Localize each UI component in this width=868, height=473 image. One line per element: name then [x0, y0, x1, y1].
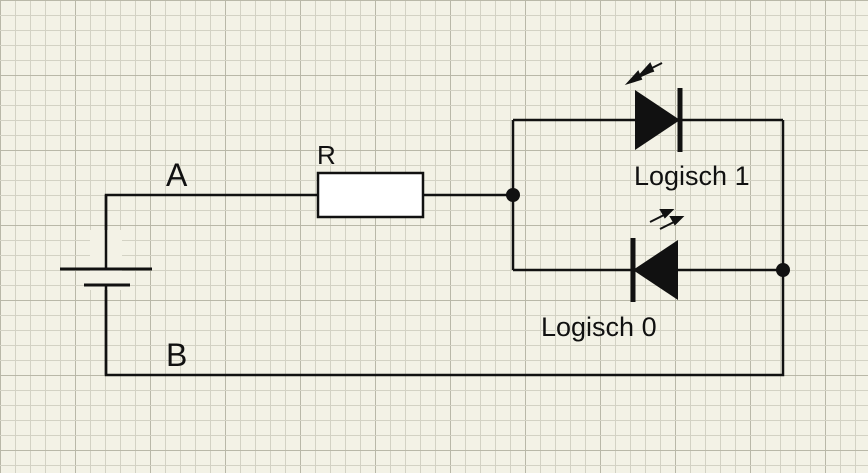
resistor	[316, 171, 425, 219]
led-bottom	[630, 209, 685, 302]
node-label-b: B	[166, 337, 187, 373]
led-top-label: Logisch 1	[634, 161, 750, 191]
led-bottom-label: Logisch 0	[541, 312, 657, 342]
junction-dot-left	[506, 188, 520, 202]
node-label-a: A	[166, 157, 188, 193]
led-top-light-arrows-icon	[624, 62, 663, 86]
led-bottom-triangle	[633, 240, 678, 300]
junction-dot-right	[776, 263, 790, 277]
battery-symbol	[60, 195, 152, 375]
wires	[104, 118, 785, 377]
resistor-label: R	[317, 140, 336, 170]
led-top	[624, 62, 683, 152]
led-top-triangle	[635, 90, 680, 150]
led-bottom-light-arrows-icon	[649, 209, 685, 230]
